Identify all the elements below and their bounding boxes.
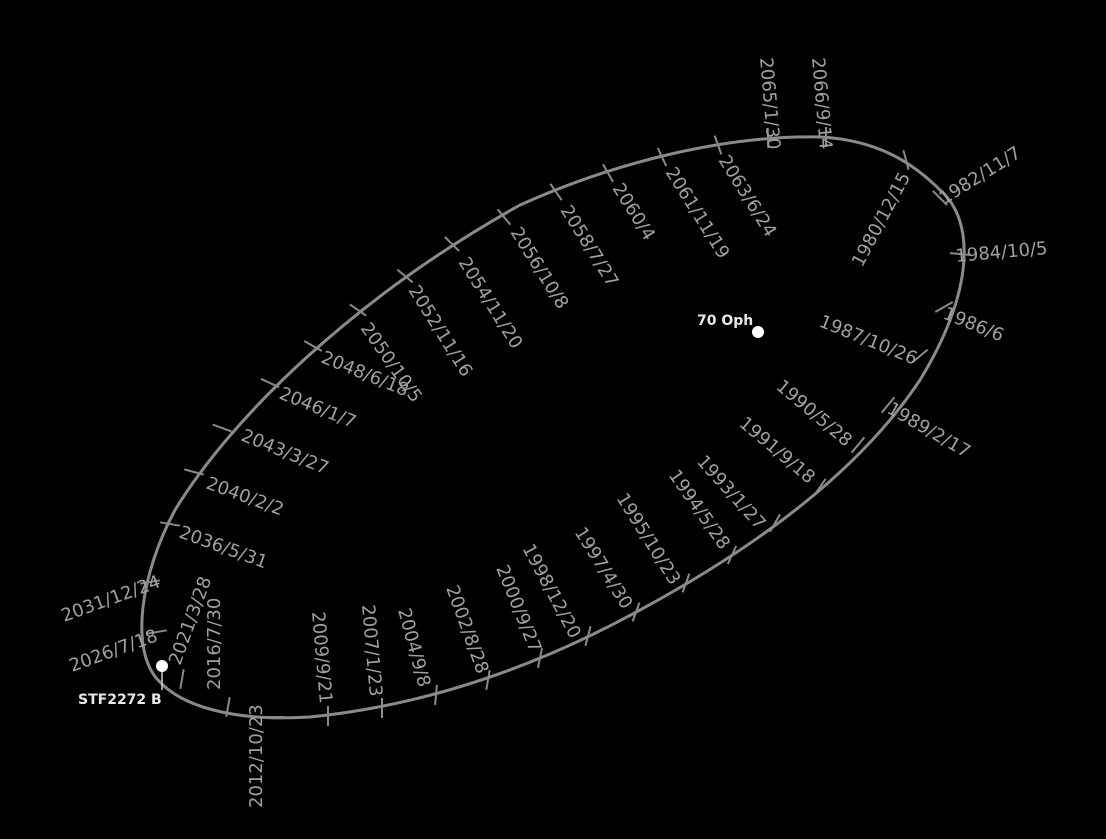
orbit-tick (656, 147, 668, 167)
orbit-date-label: 1989/2/17 (884, 398, 974, 462)
orbit-tick (260, 377, 280, 389)
orbit-tick (602, 163, 614, 183)
orbit-tick (726, 545, 738, 565)
orbit-date-label: 2058/7/27 (556, 202, 623, 291)
orbit-tick (496, 208, 512, 226)
orbit-date-label: 2063/6/24 (714, 152, 781, 241)
orbit-date-label: 2040/2/2 (203, 473, 286, 520)
orbit-date-label: 1987/10/26 (816, 311, 920, 369)
primary-star-label: 70 Oph (697, 313, 753, 329)
orbit-tick (850, 436, 866, 454)
primary-star[interactable]: 70 Oph (697, 313, 764, 338)
orbit-tick (212, 423, 232, 433)
orbit-ticks (140, 127, 971, 726)
orbit-tick (584, 626, 592, 646)
orbit-date-label: 1986/6 (940, 303, 1007, 346)
orbit-tick (147, 629, 167, 635)
orbit-date-label: 2012/10/23 (246, 704, 267, 808)
orbit-date-label: 2004/9/8 (393, 606, 434, 690)
orbit-date-label: 2026/7/18 (67, 625, 161, 676)
orbit-tick (179, 669, 185, 689)
orbit-tick (184, 468, 204, 476)
orbit-ellipse (140, 135, 966, 720)
primary-star-marker[interactable] (752, 326, 764, 338)
orbit-tick (932, 190, 948, 206)
orbit-tick (681, 573, 691, 593)
orbit-tick (396, 268, 414, 284)
companion-star-marker[interactable] (156, 660, 168, 672)
orbit-date-label: 1995/10/23 (612, 490, 685, 589)
orbit-tick (434, 684, 438, 706)
orbit-date-label: 1980/12/15 (848, 169, 915, 270)
orbit-date-label: 2009/9/21 (307, 611, 336, 705)
orbit-date-label: 2065/1/30 (755, 57, 784, 151)
orbit-date-labels: 1980/12/15 1982/11/7 1984/10/5 1986/6 1987/1… (59, 57, 1049, 808)
companion-star[interactable]: STF2272 B (78, 660, 168, 708)
orbit-date-label: 2061/11/19 (661, 164, 734, 263)
orbit-tick (949, 252, 971, 256)
orbit-tick (934, 301, 954, 313)
orbit-date-label: 2002/8/28 (441, 583, 492, 677)
orbit-tick (911, 348, 929, 364)
companion-star-label: STF2272 B (78, 692, 162, 708)
orbit-date-label: 1982/11/7 (936, 143, 1025, 210)
orbit-date-label: 2007/1/23 (357, 604, 386, 698)
orbit-date-label: 2054/11/20 (454, 254, 527, 353)
orbit-date-label: 1991/9/18 (735, 413, 819, 488)
orbit-date-label: 2031/12/24 (59, 571, 164, 626)
orbit-tick (549, 183, 563, 201)
orbit-date-label: 2052/11/16 (404, 282, 477, 381)
orbit-date-label: 2056/10/8 (506, 224, 573, 313)
orbit-tick (631, 602, 641, 622)
orbit-tick (349, 303, 367, 317)
orbit-tick (225, 697, 231, 717)
orbit-tick (485, 670, 491, 690)
orbit-date-label: 2043/3/27 (238, 425, 331, 479)
orbit-tick (902, 150, 910, 170)
orbit-tick (444, 236, 460, 252)
orbit-date-label: 2016/7/30 (204, 598, 225, 690)
orbit-date-label: 2046/1/7 (276, 383, 359, 433)
orbit-tick (813, 478, 827, 496)
orbit-tick (303, 340, 323, 352)
orbit-tick (880, 396, 896, 414)
orbit-date-label: 2036/5/31 (176, 522, 270, 573)
orbit-date-label: 2060/4 (608, 180, 659, 245)
orbit-tick (536, 647, 544, 669)
orbit-tick (769, 513, 781, 533)
orbit-date-label: 1990/5/28 (772, 376, 856, 451)
orbit-date-label: 1997/4/30 (570, 524, 637, 613)
orbit-tick (140, 579, 160, 585)
orbit-tick (766, 127, 770, 149)
orbit-tick (713, 135, 723, 155)
orbit-tick (160, 521, 180, 527)
orbit-date-label: 1984/10/5 (955, 238, 1049, 267)
